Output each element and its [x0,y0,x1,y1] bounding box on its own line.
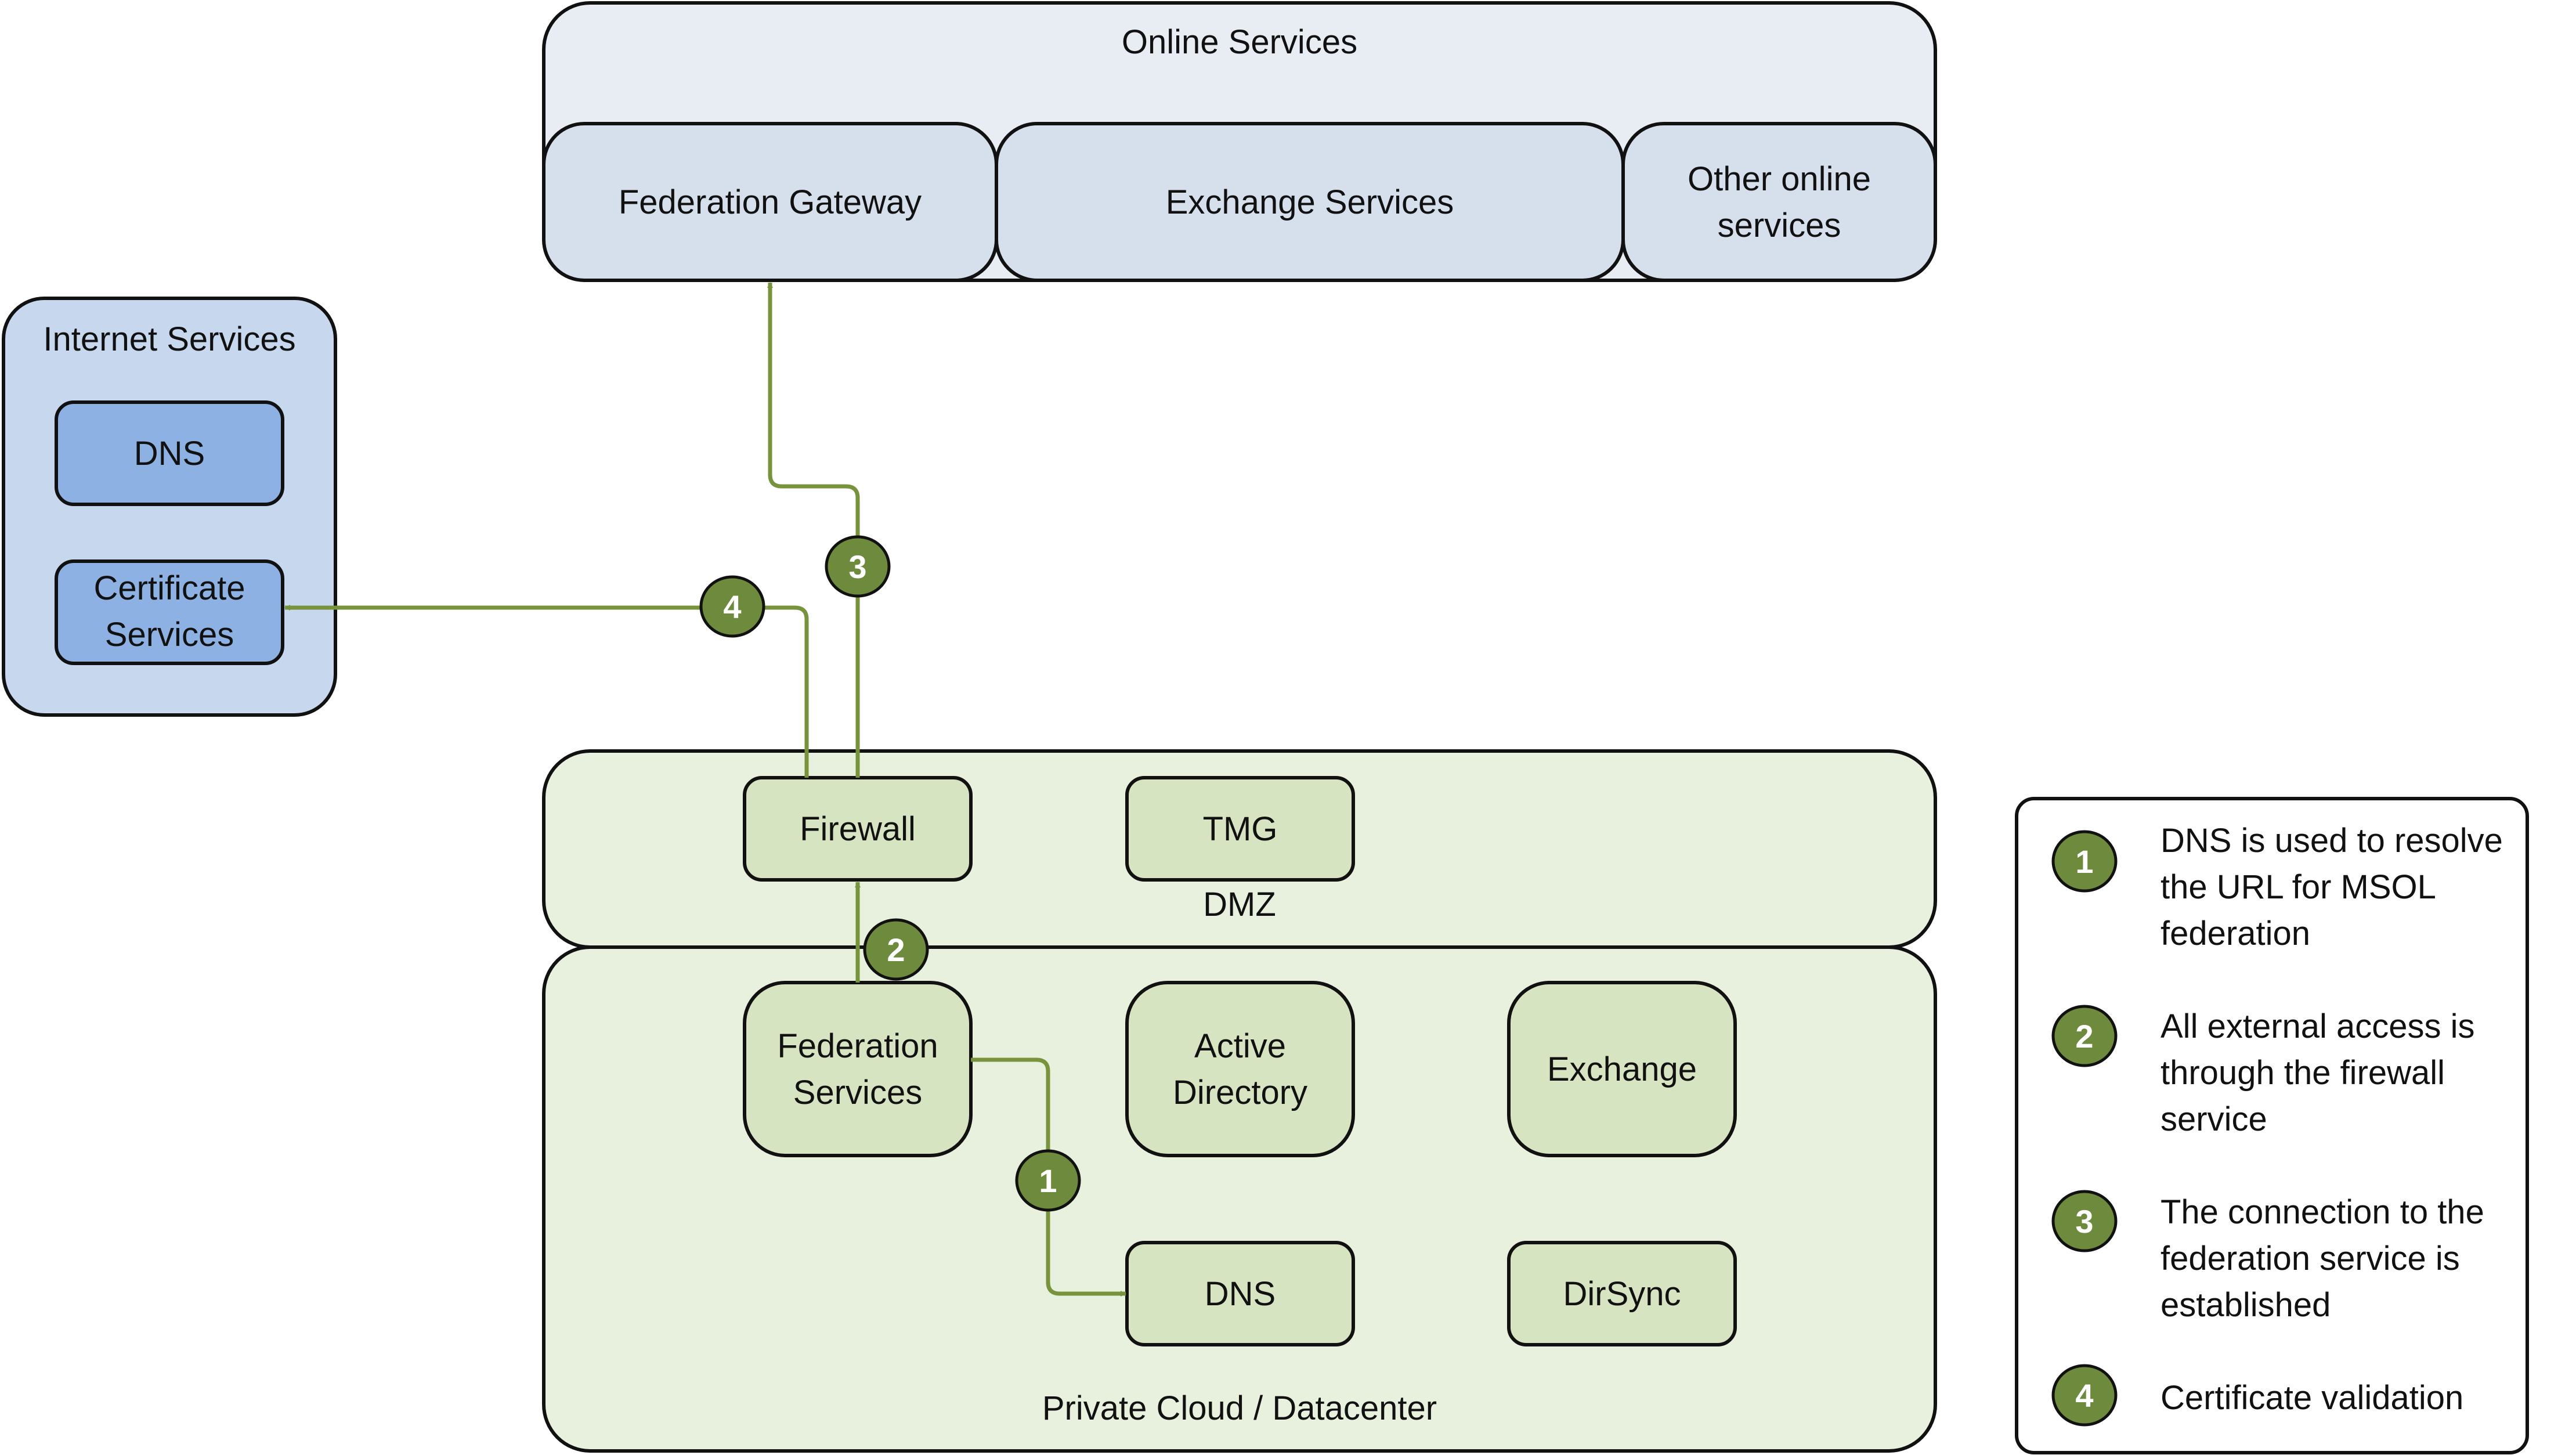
flow-badge-4-circle [699,575,765,638]
legend-badge-3 [2051,1190,2118,1252]
legend-badge-2 [2051,1005,2118,1067]
legend-badge-4 [2051,1364,2118,1427]
internet-dns-box [55,400,284,506]
private-dns-box [1125,1241,1355,1346]
other-online-services-label-line2: services [1718,207,1841,244]
active-directory-box [1125,981,1355,1157]
dmz-title: DMZ [1203,886,1276,923]
certificate-services-box [55,559,284,665]
private-cloud-group: Private Cloud / Datacenter Federation Se… [542,945,1937,1453]
legend-item-2-line1: All external access is [2160,1008,2475,1045]
flow-badge-3-circle [825,535,891,598]
legend-item-2-line3: service [2160,1100,2267,1138]
legend-badge-4-number: 4 [2075,1377,2093,1414]
legend-item-1-line2: the URL for MSOL [2160,868,2436,906]
federation-gateway-label: Federation Gateway [619,183,922,221]
internet-services-group: Internet Services DNS Certificate Servic… [2,297,337,717]
legend-badge-1-number: 1 [2075,843,2093,880]
private-dns-label: DNS [1205,1275,1276,1313]
tmg-label: TMG [1203,810,1278,848]
flow-badge-1: 1 [1015,1149,1081,1212]
legend-item-1-line3: federation [2160,915,2310,952]
other-online-services-box [1621,122,1937,282]
tmg-box [1125,776,1355,882]
legend-item-3-line2: federation service is [2160,1240,2460,1277]
flow-badge-3-number: 3 [848,548,866,585]
flow-4-connector [284,605,809,778]
flow-3-connector [767,282,860,778]
online-services-title: Online Services [1122,23,1357,61]
exchange-box [1507,981,1737,1157]
legend-item-3-line3: established [2160,1286,2331,1324]
internet-dns-label: DNS [134,435,205,472]
legend-badge-3-number: 3 [2075,1203,2093,1240]
legend-item-1: 1 DNS is used to resolve the URL for MSO… [2051,822,2503,952]
flow-badge-2-circle [863,918,929,981]
firewall-label: Firewall [800,810,916,848]
flow-badge-1-number: 1 [1039,1162,1057,1199]
legend-item-4: 4 Certificate validation [2051,1364,2463,1427]
legend-item-3-line1: The connection to the [2160,1193,2484,1231]
federation-services-label-line2: Services [793,1074,922,1111]
flow-badge-2-number: 2 [887,932,905,968]
dirsync-box [1507,1241,1737,1346]
active-directory-label-line2: Directory [1173,1074,1307,1111]
legend-badge-1 [2051,830,2118,893]
legend-box [2015,797,2529,1454]
certificate-services-label-line1: Certificate [93,569,245,607]
active-directory-label-line1: Active [1194,1027,1286,1065]
flow-badge-2: 2 [863,918,929,981]
private-cloud-title: Private Cloud / Datacenter [1042,1389,1437,1427]
legend-item-3: 3 The connection to the federation servi… [2051,1190,2484,1324]
dmz-group: DMZ Firewall TMG [542,749,1937,949]
legend-badge-2-number: 2 [2075,1018,2093,1055]
internet-services-title: Internet Services [43,320,295,358]
certificate-services-label-line2: Services [105,616,234,654]
legend-item-4-line1: Certificate validation [2160,1379,2463,1417]
online-services-group: Online Services Federation Gateway Excha… [542,1,1937,282]
federation-services-box [743,981,973,1157]
federation-services-label-line1: Federation [777,1027,938,1065]
exchange-services-label: Exchange Services [1166,183,1454,221]
other-online-services-label-line1: Other online [1688,160,1871,198]
legend-item-2-line2: through the firewall [2160,1054,2445,1092]
flow-badge-3: 3 [825,535,891,598]
legend-item-2: 2 All external access is through the fir… [2051,1005,2475,1138]
flow-badge-4-number: 4 [723,589,741,625]
exchange-label: Exchange [1547,1050,1697,1088]
dirsync-label: DirSync [1563,1275,1681,1313]
flow-badges: 1 2 3 4 [699,535,1081,1212]
flow-badge-1-circle [1015,1149,1081,1212]
legend-item-1-line1: DNS is used to resolve [2160,822,2503,860]
flow-badge-4: 4 [699,575,765,638]
legend: 1 DNS is used to resolve the URL for MSO… [2015,797,2529,1454]
